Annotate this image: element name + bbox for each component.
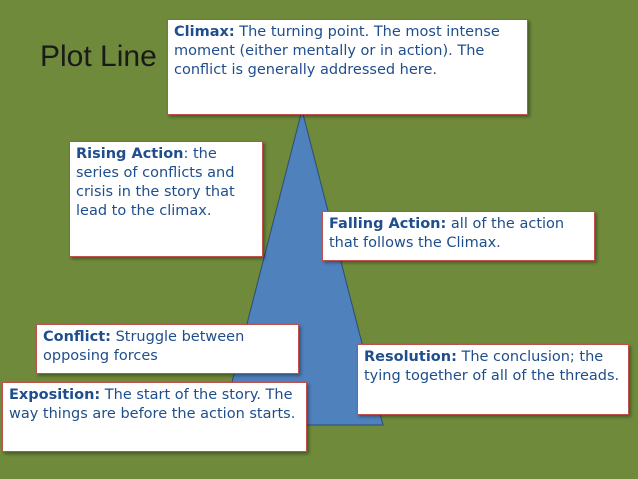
conflict-box: Conflict: Struggle between opposing forc… [36,324,299,374]
resolution-box: Resolution: The conclusion; the tying to… [357,344,629,415]
conflict-term: Conflict: [43,329,111,345]
page-title: Plot Line [40,40,157,73]
falling-action-term: Falling Action: [329,216,447,232]
rising-action-text: : the series of conflicts and crisis in … [76,146,235,219]
rising-action-term: Rising Action [76,146,184,162]
climax-box: Climax: The turning point. The most inte… [167,19,528,115]
conflict-text: Struggle between opposing forces [43,329,245,364]
climax-term: Climax: [174,24,235,40]
resolution-term: Resolution: [364,349,457,365]
climax-text: The turning point. The most intense mome… [174,24,500,78]
rising-action-box: Rising Action: the series of conflicts a… [69,141,263,257]
exposition-text: The start of the story. The way things a… [9,387,296,422]
falling-action-text: all of the action that follows the Clima… [329,216,565,251]
exposition-box: Exposition: The start of the story. The … [2,382,307,452]
exposition-term: Exposition: [9,387,101,403]
falling-action-box: Falling Action: all of the action that f… [322,211,595,261]
resolution-text: The conclusion; the tying together of al… [364,349,620,384]
